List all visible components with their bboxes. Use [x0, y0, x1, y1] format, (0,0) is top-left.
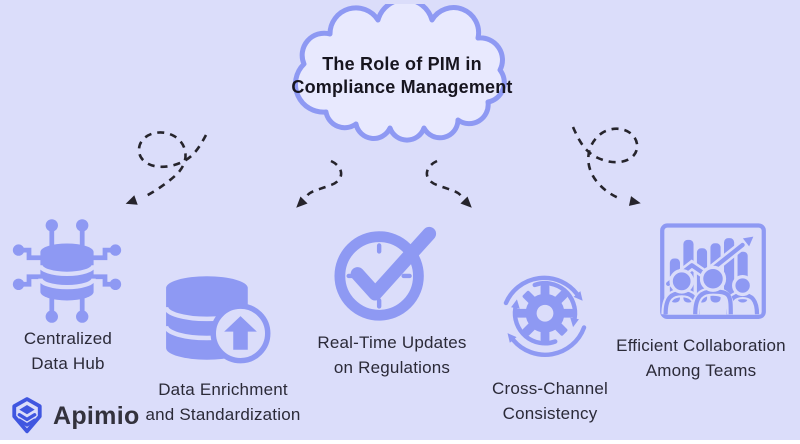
page-title-line1: The Role of PIM in — [322, 54, 482, 74]
team-people — [661, 265, 762, 315]
label-real-time-updates: Real-Time Updates on Regulations — [303, 330, 481, 380]
label-line: Efficient Collaboration — [616, 336, 786, 355]
gear — [516, 284, 574, 342]
team-chart-icon — [660, 223, 766, 319]
label-data-enrichment: Data Enrichment and Standardization — [136, 377, 310, 427]
dashed-arrow-mid-right — [425, 159, 472, 208]
data-hub-icon — [12, 219, 122, 323]
label-line: and Standardization — [145, 405, 301, 424]
cloud-shape-icon — [292, 4, 507, 143]
label-line: Real-Time Updates — [317, 333, 467, 352]
dashed-arrow-left-loop — [125, 131, 208, 205]
sync-gear-icon — [503, 275, 587, 357]
circular-arrows — [503, 275, 587, 357]
title-cloud: The Role of PIM in Compliance Management — [281, 4, 523, 144]
clock-check-icon — [334, 226, 437, 321]
page-title: The Role of PIM in Compliance Management — [281, 4, 523, 144]
label-line: Data Hub — [31, 354, 105, 373]
page-title-line2: Compliance Management — [291, 77, 513, 97]
label-line: on Regulations — [333, 358, 451, 377]
label-line: Consistency — [502, 404, 598, 423]
apimio-logo-icon — [12, 397, 42, 434]
label-line: Centralized — [23, 329, 113, 348]
dashed-arrow-mid-left — [296, 159, 343, 208]
apimio-logo-text: Apimio — [53, 401, 140, 430]
apimio-logo: Apimio — [10, 396, 140, 436]
label-line: Cross-Channel — [492, 379, 608, 398]
label-cross-channel-consistency: Cross-Channel Consistency — [468, 376, 632, 426]
label-line: Among Teams — [645, 361, 757, 380]
dashed-arrow-right-loop — [571, 126, 641, 206]
label-efficient-collaboration: Efficient Collaboration Among Teams — [608, 333, 794, 383]
label-line: Data Enrichment — [158, 380, 288, 399]
data-enrichment-icon — [163, 276, 271, 364]
label-centralized-data-hub: Centralized Data Hub — [6, 326, 130, 376]
footer-strip — [0, 440, 800, 444]
